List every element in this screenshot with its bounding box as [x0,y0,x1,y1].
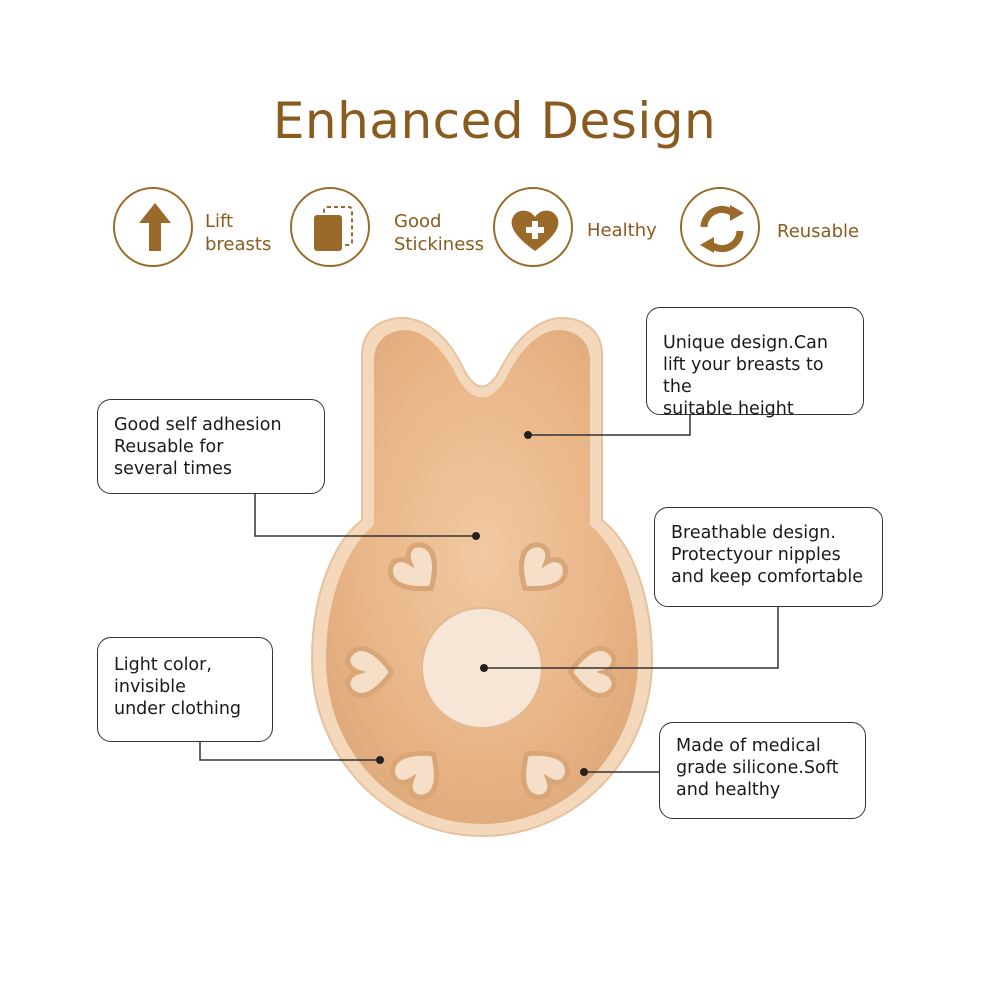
lift-feature-badge [113,187,193,267]
up-arrow-icon [139,203,171,251]
leader-line-light [199,742,380,761]
leader-dot [580,768,588,776]
leader-line-unique [528,415,691,436]
feature-label-reusable: Reusable [777,221,860,242]
heart-plus-icon [511,210,559,251]
leader-dot [376,756,384,764]
stickiness-feature-badge [290,187,370,267]
heart-cutout [519,542,569,592]
leader-dot [524,431,532,439]
leader-line-breathable [484,607,779,669]
reusable-feature-badge [680,187,760,267]
leader-dot [472,532,480,540]
heart-cutout [345,646,395,698]
heart-cutout [387,542,437,592]
leader-dot [480,664,488,672]
callout-light-color: Light color, invisible under clothing [97,637,273,742]
cover-body [326,330,638,824]
leader-line-adhesion [254,494,476,537]
patch-icon [314,206,353,251]
heart-cutout [389,750,439,800]
callout-breathable: Breathable design. Protectyour nipples a… [654,507,883,607]
recycle-arrows-icon [700,205,744,253]
feature-label-lift: Lift breasts [205,211,272,255]
page-title: Enhanced Design [272,92,717,150]
callout-unique-design: Unique design.Can lift your breasts to t… [646,307,864,419]
healthy-feature-badge [493,187,573,267]
callout-self-adhesion: Good self adhesion Reusable for several … [97,399,325,494]
heart-cutout [567,646,617,698]
callout-medical-silicone: Made of medical grade silicone.Soft and … [659,722,866,819]
feature-label-healthy: Healthy [587,220,657,241]
feature-label-stickiness: Good Stickiness [394,211,485,255]
heart-cutout [521,750,571,800]
